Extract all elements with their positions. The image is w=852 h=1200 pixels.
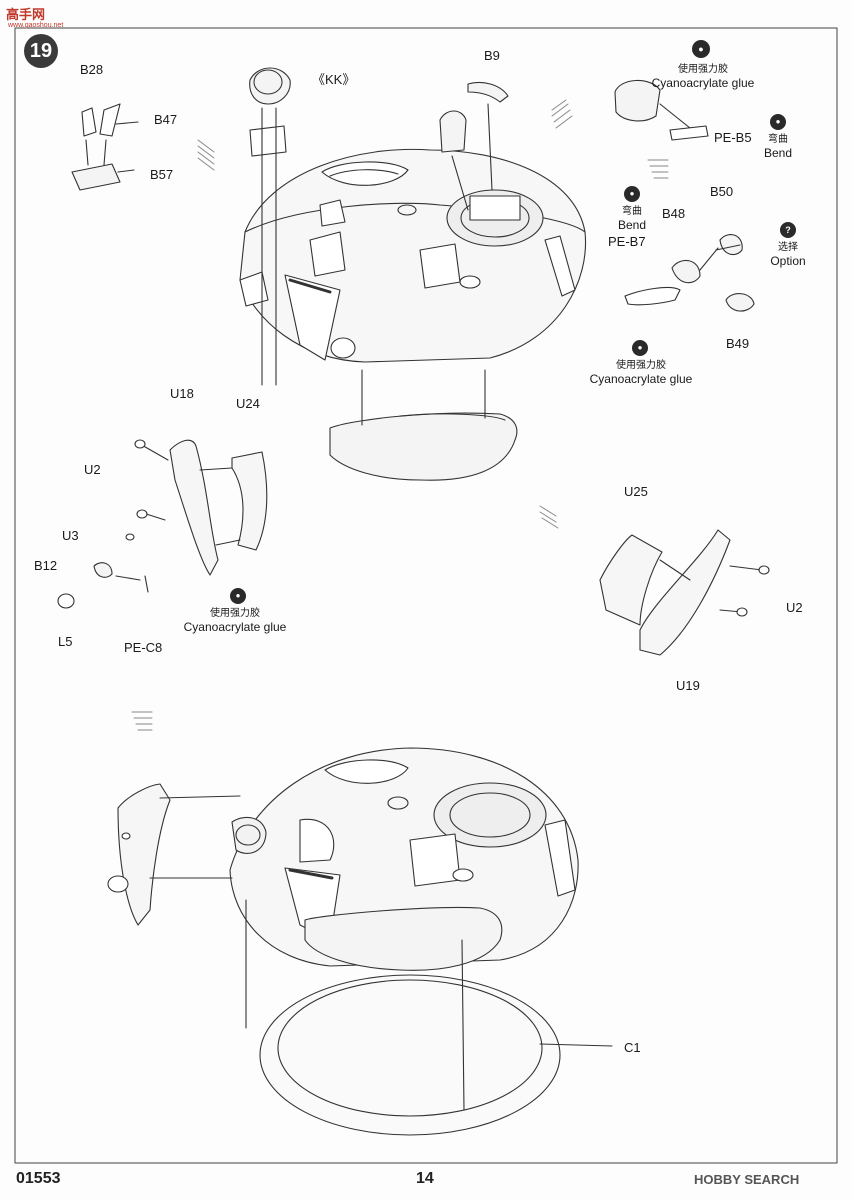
label-pe-b7: PE-B7 [608,234,646,249]
note-glue-cn-low: 使用强力胶 [210,608,260,619]
label-u3: U3 [62,528,79,543]
note-bend-cn-mid: 弯曲 [622,206,642,217]
label-b28: B28 [80,62,104,77]
label-b12: B12 [34,558,58,573]
label-b48: B48 [662,206,686,221]
label-u19: U19 [676,678,700,693]
note-glue-en-low: Cyanoacrylate glue [183,620,287,634]
note-bend-en-top: Bend [763,146,793,160]
glue-icon-3: ● [230,588,246,604]
site-logo: 高手网 [6,8,46,23]
b28-b47-b57-parts [71,103,139,191]
bend-icon-2: ● [624,186,640,202]
label-u18: U18 [170,386,194,401]
arrow-marks [131,99,669,731]
option-icon: ? [780,222,796,238]
note-bend-cn-top: 弯曲 [768,134,788,145]
b9-part [467,81,509,191]
side-skirt-right [599,529,770,656]
note-bend-en-mid: Bend [617,218,647,232]
commander-cupola-parts [614,79,755,312]
note-glue-cn-top: 使用强力胶 [678,64,728,75]
periscope-head [439,110,469,211]
note-glue-en-top: Cyanoacrylate glue [651,76,755,90]
label-c1: C1 [624,1040,641,1055]
glue-icon-2: ● [632,340,648,356]
turret-upper [239,148,587,363]
label-l5: L5 [58,634,73,649]
site-url: www.gaoshou.net [8,22,64,29]
note-option-en: Option [770,254,806,268]
hobby-search-watermark: HOBBY SEARCH [694,1172,800,1187]
label-u2-right: U2 [786,600,803,615]
step-number-badge: 19 [24,34,58,68]
page-number: 14 [416,1170,434,1187]
label-u25: U25 [624,484,648,499]
label-b57: B57 [150,167,174,182]
front-armour-plate [329,369,518,481]
kit-number: 01553 [16,1170,61,1187]
note-option-cn: 选择 [778,242,798,253]
label-kk: 《KK》 [312,72,356,87]
side-skirt-lower-left [107,783,241,926]
label-b49: B49 [726,336,750,351]
turret-lower [229,747,579,971]
label-pe-c8: PE-C8 [124,640,163,655]
note-glue-en-mid: Cyanoacrylate glue [589,372,693,386]
label-b9: B9 [484,48,500,63]
glue-icon: ● [692,40,710,58]
turret-ring-c1 [245,899,613,1136]
label-u2-left: U2 [84,462,101,477]
bend-icon: ● [770,114,786,130]
label-b47: B47 [154,112,178,127]
label-u24: U24 [236,396,260,411]
side-skirt-left [57,439,268,609]
page-frame [14,27,838,1164]
kk-headlight [249,67,291,386]
label-b50: B50 [710,184,734,199]
label-pe-b5: PE-B5 [714,130,752,145]
note-glue-cn-mid: 使用强力胶 [616,360,666,371]
